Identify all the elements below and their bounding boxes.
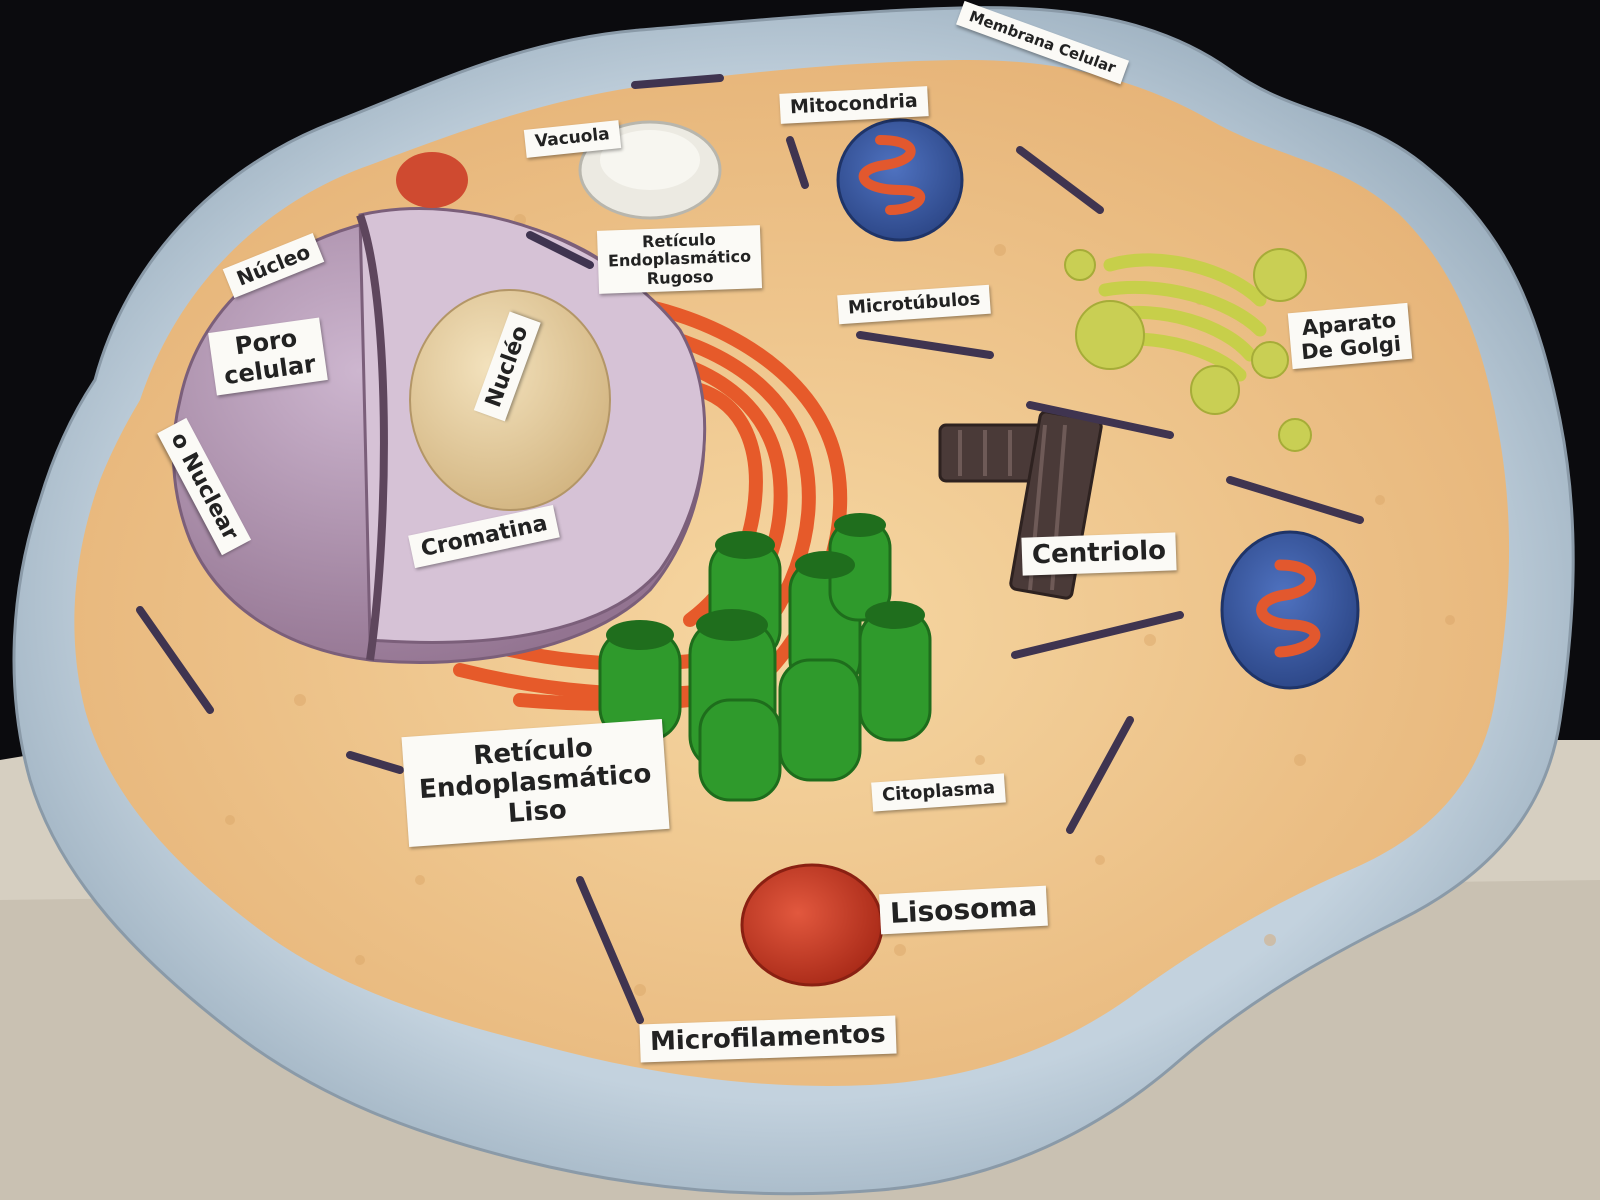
golgi-vesicles (1064, 248, 1312, 452)
nucleus-shell-edge (356, 213, 388, 661)
label-aparato-golgi: Aparato De Golgi (1287, 302, 1413, 370)
lysosome-organelle (740, 863, 884, 987)
label-centriolo: Centriolo (1021, 532, 1177, 576)
label-reticulo-rugoso: Retículo Endoplasmático Rugoso (596, 225, 763, 294)
mitochondria-top (836, 118, 964, 242)
mitochondria-right (1220, 530, 1360, 690)
vesicle (396, 152, 468, 208)
microtubules (136, 74, 1364, 1024)
label-reticulo-liso: Retículo Endoplasmático Liso (401, 719, 670, 847)
